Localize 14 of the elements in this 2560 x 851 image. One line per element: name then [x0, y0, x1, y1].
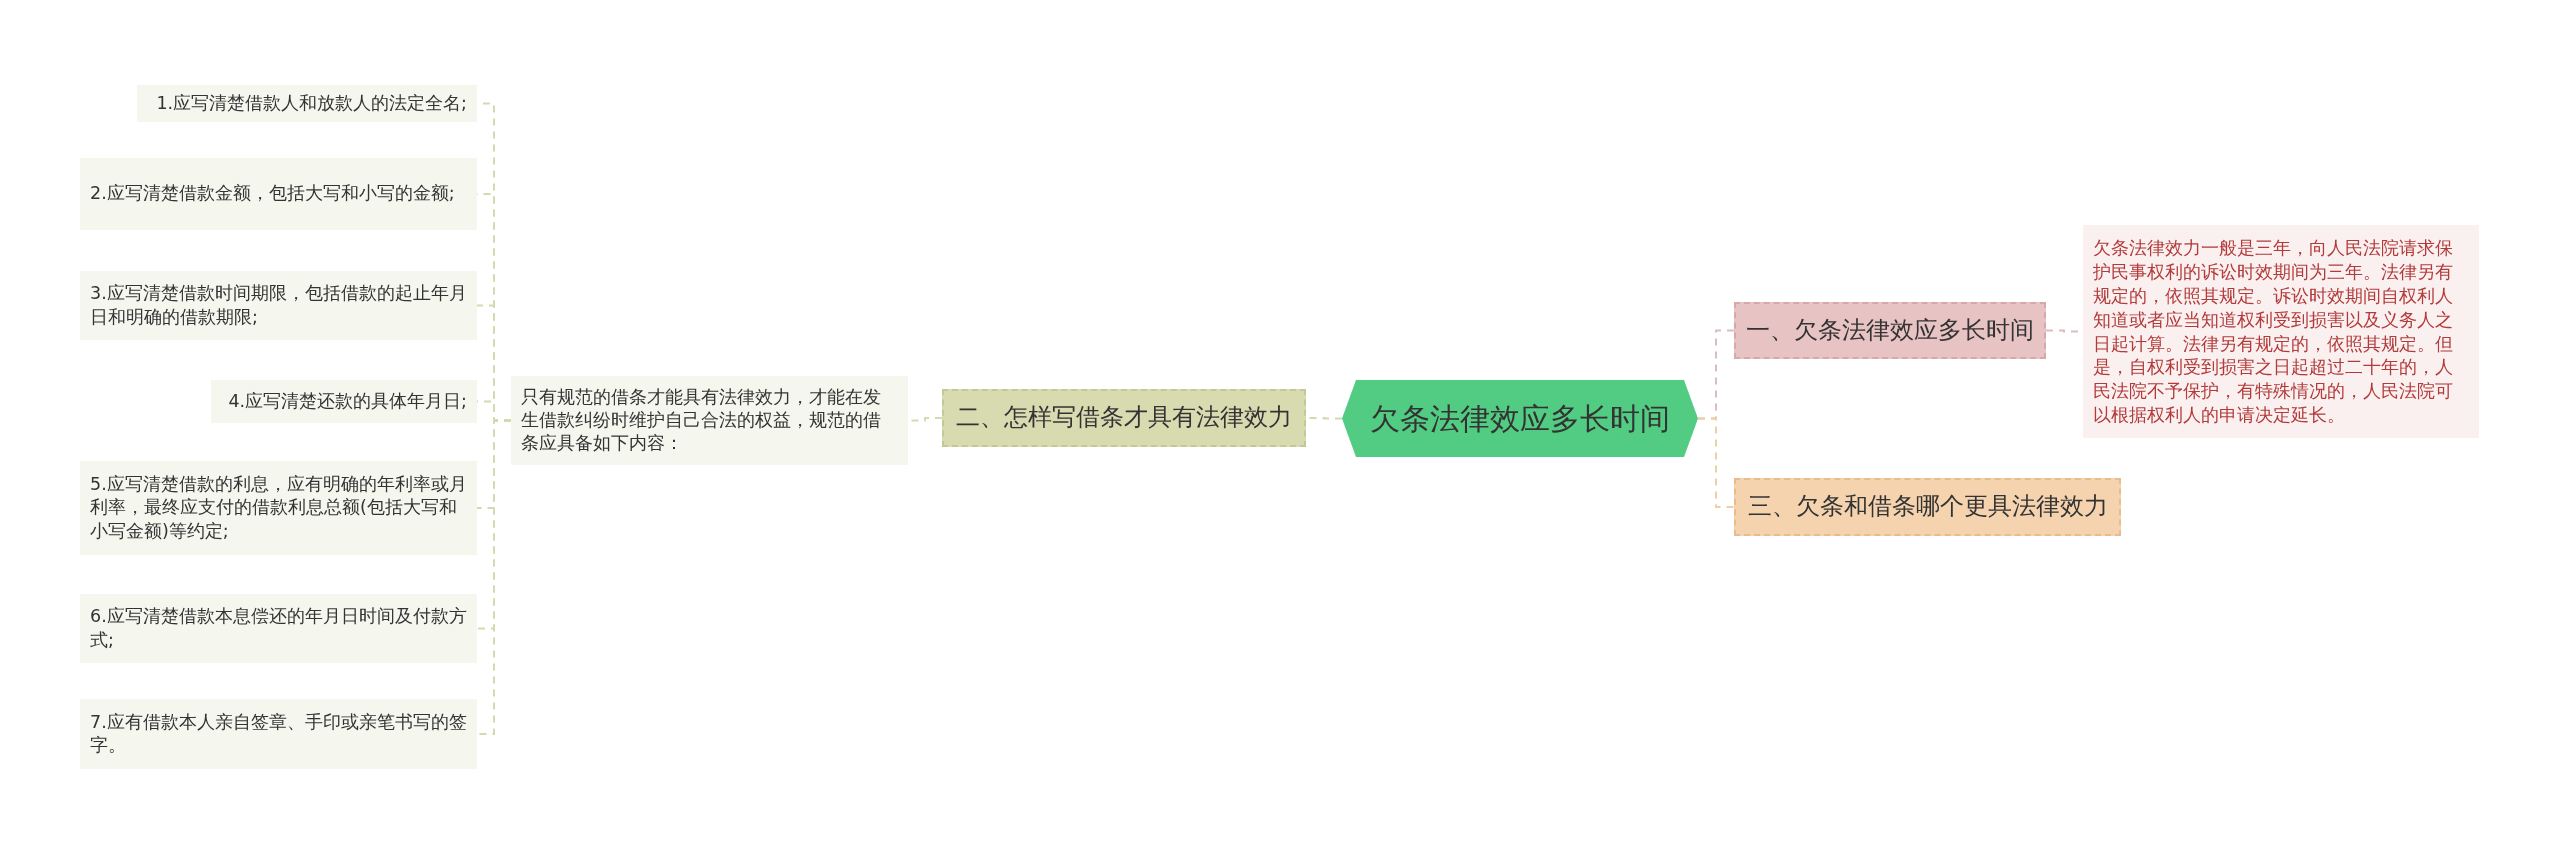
topic-box: 一、欠条法律效应多长时间: [1734, 302, 2046, 359]
connector-line: [1697, 417, 1735, 508]
central-topic: 欠条法律效应多长时间: [1342, 380, 1698, 457]
topic-box: 二、怎样写借条才具有法律效力: [942, 389, 1306, 447]
item-box: 3.应写清楚借款时间期限，包括借款的起止年月日和明确的借款期限;: [80, 271, 477, 340]
topic-box: 三、欠条和借条哪个更具法律效力: [1734, 478, 2121, 536]
item-box: 1.应写清楚借款人和放款人的法定全名;: [137, 85, 477, 122]
item-box: 7.应有借款本人亲自签章、手印或亲笔书写的签字。: [80, 699, 477, 769]
item-box: 2.应写清楚借款金额，包括大写和小写的金额;: [80, 158, 477, 230]
item-box: 5.应写清楚借款的利息，应有明确的年利率或月利率，最终应支付的借款利息总额(包括大写和小写金额)等约定;: [80, 461, 477, 555]
item-box: 4.应写清楚还款的具体年月日;: [211, 380, 477, 423]
item-box: 6.应写清楚借款本息偿还的年月日时间及付款方式;: [80, 594, 477, 663]
note-box: 只有规范的借条才能具有法律效力，才能在发生借款纠纷时维护自己合法的权益，规范的借条应具备如下内容：: [511, 376, 908, 465]
note-box: 欠条法律效力一般是三年，向人民法院请求保护民事权利的诉讼时效期间为三年。法律另有规定的，依照其规定。诉讼时效期间自权利人知道或者应当知道权利受到损害以及义务人之日起计算。法律另有规定的，依照其规定。但是，自权利受到损害之日起超过二十年的，人民法院不予保护，有特殊情况的，人民法院可以根据权利人的申请决定延长。: [2083, 225, 2479, 438]
